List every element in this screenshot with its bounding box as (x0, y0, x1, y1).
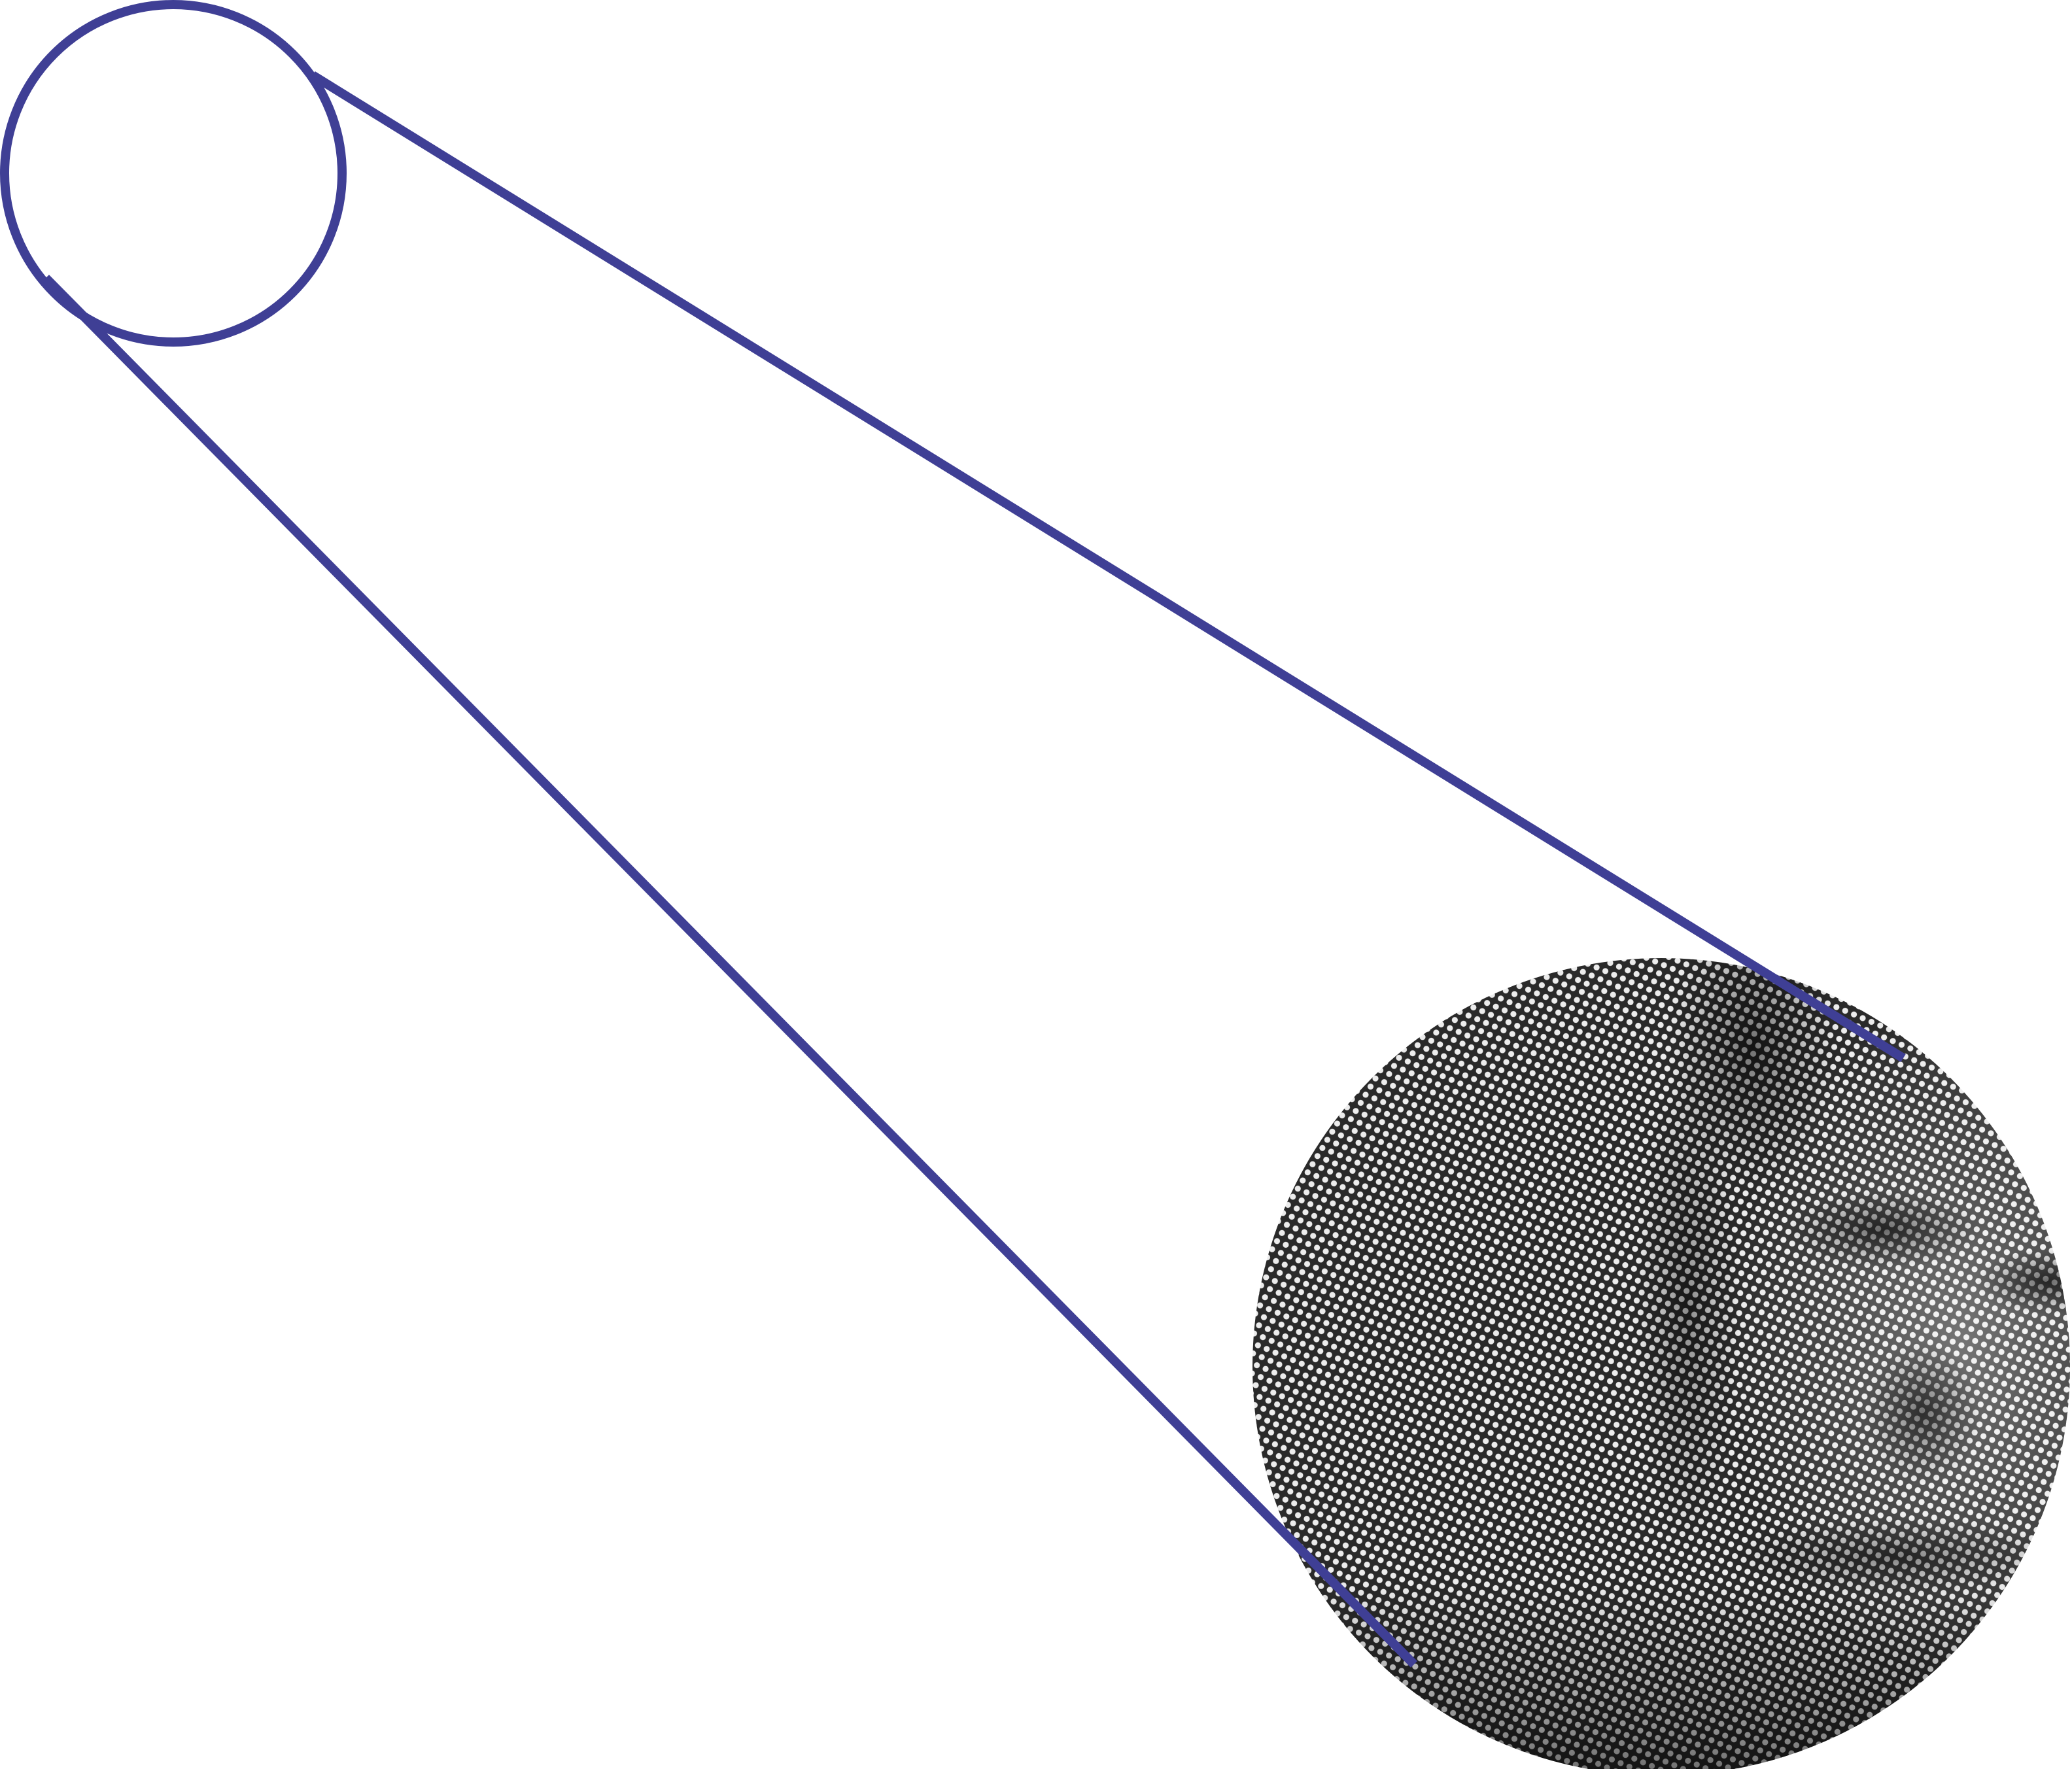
source-circle (0, 0, 347, 347)
magnified-view (1252, 958, 2070, 1769)
projection-line-upper (310, 71, 1906, 1062)
projection-line-lower (43, 275, 1417, 1668)
